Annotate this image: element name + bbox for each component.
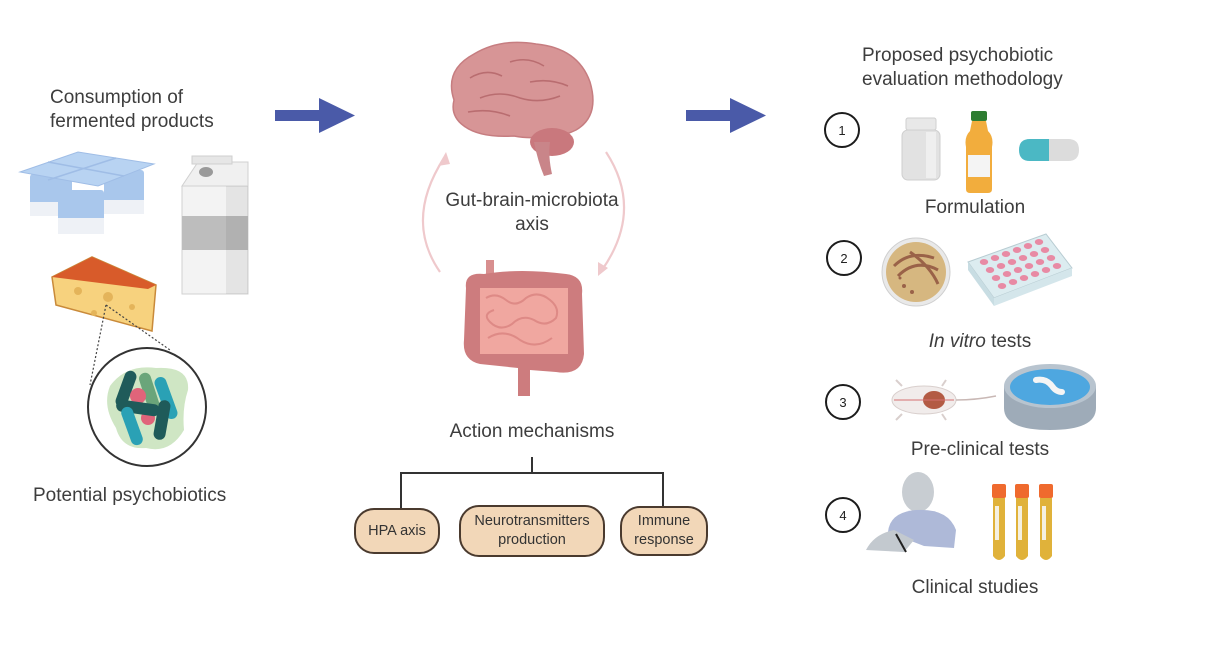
- step-label-in-vitro: In vitro tests: [900, 330, 1060, 354]
- mechanism-hpa-axis: HPA axis: [354, 508, 440, 554]
- petri-dish-icon: [881, 237, 951, 307]
- supplement-bottle-icon: [901, 117, 941, 181]
- step-label-formulation: Formulation: [924, 197, 1026, 218]
- psychobiotics-microbes-icon: [87, 347, 207, 467]
- gut-brain-axis-label: Gut-brain-microbiota axis: [432, 189, 632, 237]
- well: [979, 259, 989, 265]
- potential-psychobiotics-label: Potential psychobiotics: [33, 485, 227, 506]
- axis-label-line1: Gut-brain-microbiota: [445, 190, 619, 211]
- well: [1052, 263, 1062, 269]
- well: [1012, 247, 1022, 253]
- cheese-wedge-icon: [51, 256, 157, 332]
- well: [1040, 247, 1050, 253]
- cycle-arrows: [421, 151, 626, 276]
- well: [990, 255, 1000, 261]
- step-number-4: 4: [825, 497, 861, 533]
- intestines-icon: [463, 260, 584, 396]
- arrow-right-icon: [275, 98, 355, 133]
- well: [991, 275, 1001, 281]
- dissected-mouse-icon: [891, 379, 997, 421]
- well: [1035, 259, 1045, 265]
- mechanism-label: Immune: [637, 513, 691, 529]
- tree-connector: [662, 472, 664, 508]
- well: [1007, 259, 1017, 265]
- well: [1030, 271, 1040, 277]
- action-mechanisms-title: Action mechanisms: [449, 421, 615, 442]
- juice-bottle-icon: [965, 111, 993, 193]
- yogurt-cups-icon: [18, 151, 156, 234]
- well: [1013, 267, 1023, 273]
- step-label-clinical: Clinical studies: [911, 577, 1039, 598]
- well: [1029, 251, 1039, 257]
- well: [1023, 243, 1033, 249]
- mechanism-label: HPA axis: [368, 522, 426, 539]
- well: [1041, 267, 1051, 273]
- water-maze-icon: [1004, 364, 1096, 430]
- capsule-icon: [1019, 139, 1079, 161]
- well: [1018, 255, 1028, 261]
- left-title: Consumption of fermented products: [50, 86, 214, 134]
- patient-writing-icon: [866, 472, 956, 553]
- well: [996, 263, 1006, 269]
- step-number-3: 3: [825, 384, 861, 420]
- well: [1002, 271, 1012, 277]
- axis-label-line2: axis: [515, 214, 549, 235]
- step-number-2: 2: [826, 240, 862, 276]
- well: [985, 267, 995, 273]
- arrow-right-icon: [686, 98, 766, 133]
- well-plate-icon: [967, 233, 1073, 306]
- step-label-italic: In vitro: [928, 331, 986, 352]
- right-title-line1: Proposed psychobiotic: [862, 45, 1054, 66]
- well: [1019, 275, 1029, 281]
- step-label-pre-clinical: Pre-clinical tests: [910, 439, 1050, 460]
- left-title-line1: Consumption of: [50, 87, 184, 108]
- tree-connector: [531, 457, 533, 473]
- mechanism-label: Neurotransmitters: [474, 513, 590, 529]
- blood-tubes-icon: [992, 484, 1053, 560]
- left-title-line2: fermented products: [50, 111, 214, 132]
- well: [997, 283, 1007, 289]
- brain-icon: [450, 41, 594, 176]
- well: [1024, 263, 1034, 269]
- well: [1046, 255, 1056, 261]
- mechanism-neurotransmitters: Neurotransmitters production: [459, 505, 605, 557]
- well: [1034, 239, 1044, 245]
- tree-connector: [400, 472, 402, 508]
- milk-carton-icon: [181, 155, 249, 295]
- step-label-text: tests: [985, 331, 1032, 352]
- mechanism-label: production: [498, 532, 566, 548]
- right-title: Proposed psychobiotic evaluation methodo…: [862, 44, 1063, 92]
- well: [1001, 251, 1011, 257]
- well: [1008, 279, 1018, 285]
- mechanism-immune-response: Immune response: [620, 506, 708, 556]
- right-title-line2: evaluation methodology: [862, 69, 1063, 90]
- mechanism-label: response: [634, 532, 694, 548]
- tree-connector: [400, 472, 664, 474]
- step-number-1: 1: [824, 112, 860, 148]
